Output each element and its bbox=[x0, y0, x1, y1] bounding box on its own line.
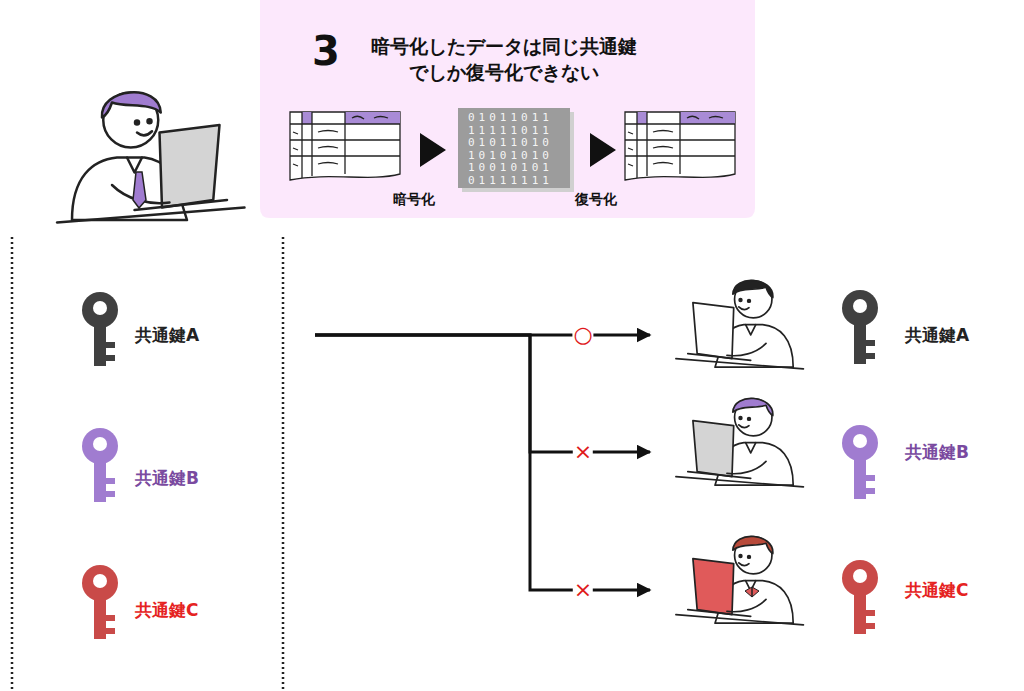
edge-mark: ○ bbox=[572, 324, 593, 346]
key-name: 共通鍵B bbox=[135, 467, 199, 490]
title-panel bbox=[260, 0, 755, 218]
key-label: 共通鍵C bbox=[75, 575, 315, 645]
key-label: 共通鍵C bbox=[650, 535, 1005, 645]
edge-mark: × bbox=[573, 579, 593, 601]
key-label: 共通鍵A bbox=[75, 300, 315, 370]
cipher-digits: 10101010 bbox=[468, 150, 553, 162]
tie bbox=[133, 172, 146, 208]
dotted-line bbox=[11, 237, 14, 691]
cipher-digits: 01011011 bbox=[468, 112, 553, 124]
panel-heading: 暗号化したデータは同じ共通鍵でしか復号化できない bbox=[368, 34, 640, 85]
key-icon bbox=[842, 425, 878, 499]
table-icon bbox=[625, 112, 735, 180]
step-number: 3 bbox=[312, 24, 340, 78]
receiver-person bbox=[676, 536, 804, 625]
step-caption: 復号化 bbox=[575, 190, 617, 209]
key-name: 共通鍵B bbox=[905, 441, 969, 464]
key-icon bbox=[82, 565, 118, 639]
receiver-person bbox=[676, 280, 804, 369]
sender-person bbox=[57, 92, 245, 222]
key-label: 共通鍵B bbox=[75, 443, 315, 513]
connector-arrow bbox=[315, 335, 650, 590]
key-label: 共通鍵B bbox=[650, 397, 1005, 507]
arrow-triangle bbox=[590, 133, 616, 167]
dotted-line bbox=[282, 237, 285, 691]
receiver-person bbox=[676, 398, 804, 487]
key-name: 共通鍵C bbox=[135, 599, 198, 622]
bow-tie bbox=[745, 587, 759, 597]
arrow-triangle bbox=[420, 133, 446, 167]
cipher-digits: 01111111 bbox=[468, 175, 553, 187]
connector-arrow bbox=[315, 335, 650, 452]
key-name: 共通鍵A bbox=[135, 324, 199, 347]
key-icon bbox=[82, 428, 118, 502]
cipher-digits: 10010101 bbox=[468, 162, 553, 174]
step-caption: 暗号化 bbox=[393, 190, 435, 209]
key-icon bbox=[82, 292, 118, 366]
cipher-digits: 11111011 bbox=[468, 125, 553, 137]
key-label: 共通鍵A bbox=[650, 280, 1005, 390]
key-icon bbox=[842, 290, 878, 364]
key-name: 共通鍵C bbox=[905, 579, 968, 602]
table-icon bbox=[290, 112, 400, 180]
cipher-block bbox=[458, 108, 570, 188]
edge-mark: × bbox=[573, 441, 593, 463]
key-name: 共通鍵A bbox=[905, 324, 969, 347]
key-icon bbox=[842, 560, 878, 634]
cipher-digits: 01011010 bbox=[468, 137, 553, 149]
